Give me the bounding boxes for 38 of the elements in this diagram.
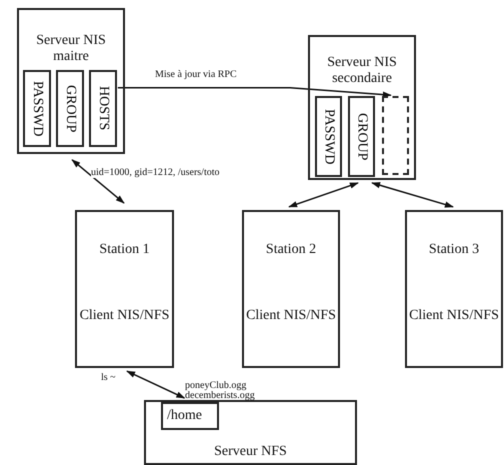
server-box [17, 8, 125, 154]
table-name: HOSTS [96, 86, 110, 131]
server-title: Serveur NIS secondaire [327, 55, 397, 86]
arrow [288, 182, 359, 208]
edge-label: ls ~ [101, 372, 116, 383]
table-box [56, 70, 84, 147]
file-name: poneyClub.ogg [185, 380, 246, 391]
table-box [348, 96, 375, 177]
table-box [315, 96, 342, 177]
client-role: Client NIS/NFS [246, 308, 336, 323]
station-name: Station 2 [266, 242, 316, 257]
file-name: decemberists.ogg [185, 390, 255, 401]
station-name: Station 1 [99, 242, 150, 257]
table-name: PASSWD [322, 108, 336, 164]
station-box [405, 210, 503, 368]
edge-label: Mise à jour via RPC [155, 69, 237, 80]
edge-label: uid=1000, gid=1212, /users/toto [91, 167, 220, 178]
server-box [308, 35, 416, 180]
folder-path: /home [167, 408, 202, 423]
table-name: GROUP [354, 112, 368, 160]
client-role: Client NIS/NFS [80, 308, 170, 323]
arrow [118, 86, 392, 98]
station-box [242, 210, 340, 368]
table-box [89, 70, 117, 147]
server-box [144, 400, 357, 465]
server-title: Serveur NFS [214, 444, 287, 459]
server-title: Serveur NIS maitre [36, 33, 106, 64]
empty-table-box [382, 96, 409, 175]
arrow [126, 370, 186, 399]
client-role: Client NIS/NFS [409, 308, 499, 323]
arrow [371, 182, 454, 208]
station-name: Station 3 [428, 242, 480, 257]
arrow [71, 159, 125, 204]
table-box [23, 70, 51, 147]
table-name: PASSWD [30, 80, 44, 136]
station-box [75, 210, 174, 368]
table-name: GROUP [63, 84, 77, 132]
folder-box [161, 402, 219, 430]
